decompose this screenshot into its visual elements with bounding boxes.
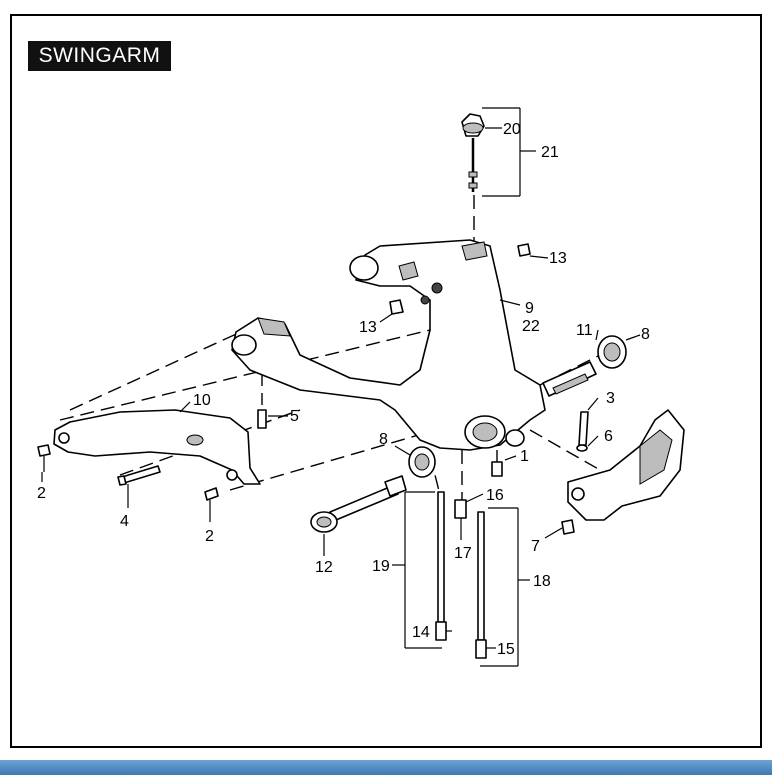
label-14: 14 — [412, 624, 430, 641]
label-11: 11 — [576, 322, 593, 339]
label-21: 21 — [541, 144, 559, 161]
label-16: 16 — [486, 487, 504, 504]
bracket-leaders — [392, 491, 530, 667]
label-9: 9 — [525, 300, 534, 317]
callout-labels: 20 21 13 13 9 22 11 8 3 6 7 10 5 8 1 16 … — [37, 121, 650, 658]
swingarm-brace — [53, 409, 261, 485]
label-7: 7 — [531, 538, 540, 555]
label-8-left: 8 — [379, 431, 388, 448]
dipstick-assembly — [461, 107, 536, 197]
assembly-lines — [59, 195, 601, 500]
diagram-title: SWINGARM — [28, 41, 171, 71]
swingarm-body — [231, 239, 546, 451]
label-18: 18 — [533, 573, 551, 590]
leader-lines — [41, 255, 641, 649]
bolts-left — [37, 409, 267, 501]
label-20: 20 — [503, 121, 521, 138]
label-22: 22 — [522, 318, 540, 335]
label-2-center: 2 — [205, 528, 214, 545]
label-15: 15 — [497, 641, 515, 658]
label-13-right: 13 — [549, 250, 567, 267]
label-2-left: 2 — [37, 485, 46, 502]
rods — [435, 491, 487, 659]
pivot-shaft — [310, 461, 503, 533]
label-8-right: 8 — [641, 326, 650, 343]
label-10: 10 — [193, 392, 211, 409]
label-6: 6 — [604, 428, 613, 445]
diagram-frame — [10, 14, 762, 748]
label-17: 17 — [454, 545, 472, 562]
label-4: 4 — [120, 513, 129, 530]
label-3: 3 — [606, 390, 615, 407]
label-5: 5 — [290, 408, 299, 425]
plugs — [389, 243, 531, 315]
label-12: 12 — [315, 559, 333, 576]
bottom-strip — [0, 760, 772, 775]
label-19: 19 — [372, 558, 390, 575]
right-bracket — [561, 409, 685, 535]
label-13-left: 13 — [359, 319, 377, 336]
bearings-spacer — [408, 335, 627, 478]
label-1: 1 — [520, 448, 529, 465]
